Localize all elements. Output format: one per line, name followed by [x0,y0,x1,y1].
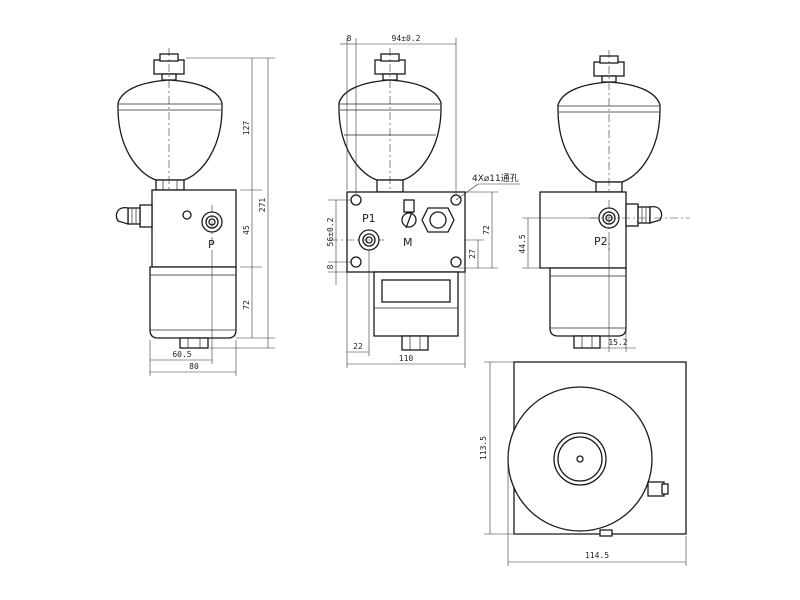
dim-8-top: 8 [347,34,352,43]
left-plug-fitting [127,207,141,225]
bottom-view: 113.5 114.5 [479,361,687,566]
left-accumulator-neck [155,179,185,191]
dim-271: 271 [258,198,267,213]
dim-72-mid: 72 [482,225,491,235]
dim-110: 110 [399,354,414,363]
right-view: 44.5 15.2 P2 [518,50,690,352]
dim-15-2: 15.2 [608,338,627,347]
dim-22: 22 [353,342,363,351]
label-port-p1: P1 [362,212,376,225]
hole-note: 4X⌀11通孔 [472,173,519,184]
dim-27: 27 [468,249,477,259]
left-reservoir [149,266,237,339]
dim-94: 94±0.2 [392,34,421,43]
middle-sight-window [381,279,451,303]
left-valve-block [151,189,237,268]
mounting-hole-bl [350,256,362,268]
dim-114-5: 114.5 [585,551,609,560]
dim-60-5: 60.5 [172,350,191,359]
middle-view: 8 94±0.2 56±0.2 8 72 27 4X⌀11通孔 22 110 P… [326,34,520,368]
dim-56: 56±0.2 [326,217,335,246]
left-drain [179,337,209,349]
right-valve-block [539,191,627,269]
right-plug-fitting [637,206,651,224]
right-drain [573,335,601,349]
right-reservoir [549,267,627,337]
mounting-hole-br [450,256,462,268]
mounting-hole-tl [350,194,362,206]
label-port-m: M [403,236,413,249]
left-screw-hole [182,210,192,220]
dim-80: 80 [189,362,199,371]
label-port-p2: P2 [594,235,608,248]
dim-127: 127 [242,121,251,136]
dim-113-5: 113.5 [479,436,488,460]
left-view: 127 271 45 72 60.5 80 P [115,48,275,376]
left-accumulator-body [117,79,223,181]
dim-45: 45 [242,225,251,235]
dim-72-left: 72 [242,300,251,310]
middle-drain [401,335,429,351]
dim-8-side: 8 [326,264,335,269]
dim-44-5: 44.5 [518,234,527,253]
bottom-center-point [576,455,584,463]
label-port-p: P [208,238,215,251]
